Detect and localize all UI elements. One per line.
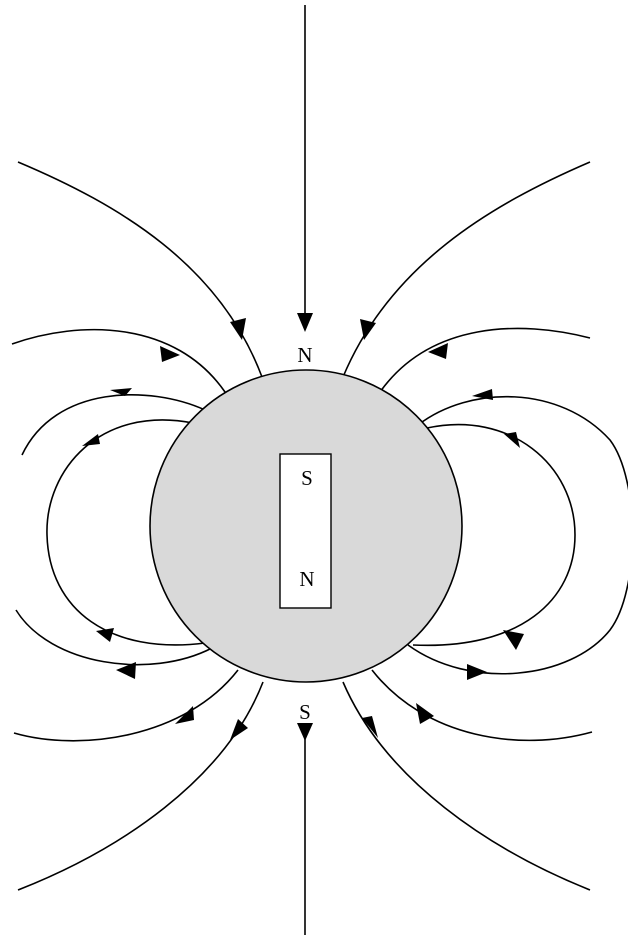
arrow-left-loop-outer-top <box>110 388 132 396</box>
arrow-bottom-right-outer <box>362 716 378 738</box>
field-line-upper-left-2 <box>11 328 226 393</box>
field-line-lower-right-2 <box>371 669 593 742</box>
field-line-lower-left-2 <box>13 669 239 742</box>
arrow-right-loop-outer-top <box>472 389 493 400</box>
arrow-upper-left-2 <box>160 346 180 362</box>
arrow-right-loop-outer-bottom <box>467 664 487 680</box>
arrow-top-left-outer <box>230 318 246 340</box>
arrow-lower-left-2 <box>175 706 194 724</box>
field-line-left-loop-inner <box>46 419 206 646</box>
arrow-top-right-outer <box>360 319 376 340</box>
arrow-left-loop-inner-bottom <box>96 628 114 642</box>
field-line-left-loop-outer <box>21 393 206 456</box>
label-magnet-pole-top: S <box>301 466 313 490</box>
arrow-left-loop-inner-top <box>82 434 100 446</box>
label-geographic-south: S <box>299 700 311 724</box>
arrow-axis-top <box>297 313 313 332</box>
arrow-bottom-left-outer <box>230 719 248 740</box>
field-line-bottom-left-outer <box>17 681 264 891</box>
field-line-left-loop-outer-bottom <box>15 609 213 666</box>
arrow-right-loop-inner-bottom <box>503 630 524 650</box>
field-line-bottom-right-outer <box>342 681 591 891</box>
label-geographic-north: N <box>297 343 312 367</box>
field-lines <box>11 5 628 935</box>
bar-magnet <box>279 453 332 609</box>
arrowheads <box>82 313 524 741</box>
arrow-upper-right-2 <box>428 343 448 359</box>
arrow-axis-bottom <box>297 723 313 741</box>
arrow-lower-right-2 <box>416 703 434 724</box>
field-line-top-right-outer <box>342 161 591 378</box>
arrow-right-loop-inner-top <box>504 432 520 448</box>
label-magnet-pole-bottom: N <box>299 567 314 591</box>
field-line-right-loop-inner <box>412 423 576 647</box>
arrow-left-loop-outer-bottom <box>116 662 136 679</box>
field-line-upper-right-2 <box>379 327 591 393</box>
field-line-right-loop-outer <box>407 395 628 675</box>
field-line-top-left-outer <box>17 161 263 378</box>
